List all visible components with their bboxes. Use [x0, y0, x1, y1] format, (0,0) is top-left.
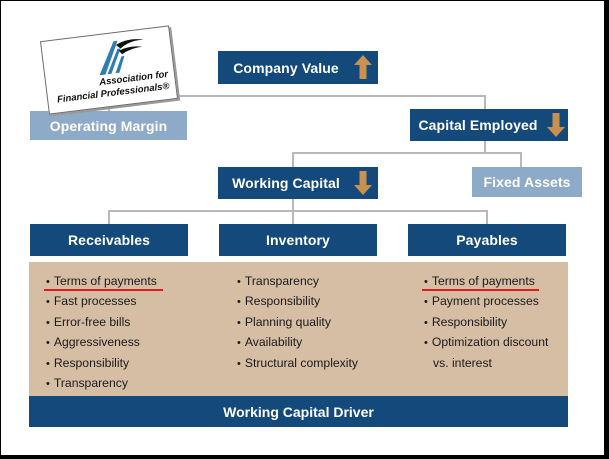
working-capital-label: Working Capital: [232, 175, 340, 191]
connector-low-horizontal: [108, 210, 488, 212]
inventory-node: Inventory: [219, 224, 377, 256]
list-item: Transparency: [237, 272, 358, 292]
receivables-driver-list: Terms of payments Fast processes Error-f…: [46, 272, 157, 394]
list-item: Responsibility: [424, 313, 548, 333]
footer-label: Working Capital Driver: [223, 403, 374, 420]
afp-logo: Association for Financial Professionals®: [39, 25, 179, 115]
company-value-node: Company Value: [218, 51, 378, 84]
operating-margin-node: Operating Margin: [30, 111, 187, 140]
capital-employed-node: Capital Employed: [410, 109, 568, 141]
inventory-driver-list: Transparency Responsibility Planning qua…: [237, 272, 358, 374]
list-item: Structural complexity: [237, 354, 358, 374]
frame-shadow-right: [604, 0, 609, 459]
working-capital-node: Working Capital: [218, 167, 378, 199]
connector-top-horizontal: [108, 95, 486, 97]
list-item: Transparency: [46, 374, 157, 394]
highlight-underline: [44, 289, 163, 291]
list-item: Responsibility: [46, 354, 157, 374]
receivables-label: Receivables: [67, 232, 151, 248]
receivables-node: Receivables: [30, 224, 188, 256]
connector-mid-stem: [484, 141, 486, 153]
connector-low-stem: [292, 199, 294, 211]
list-item: Fast processes: [46, 292, 157, 312]
operating-margin-label: Operating Margin: [49, 117, 168, 134]
connector-top-right-drop: [484, 95, 486, 111]
list-item: vs. interest: [433, 355, 492, 370]
list-item: Error-free bills: [46, 313, 157, 333]
capital-employed-label: Capital Employed: [418, 117, 538, 133]
up-arrow-icon: [354, 55, 372, 79]
working-capital-driver-bar: Working Capital Driver: [29, 396, 568, 427]
list-item: Payment processes: [424, 292, 548, 312]
inventory-label: Inventory: [266, 232, 330, 248]
connector-low-left-drop: [108, 210, 110, 224]
list-item: Responsibility: [237, 292, 358, 312]
connector-mid-horizontal: [292, 152, 522, 154]
fixed-assets-node: Fixed Assets: [472, 167, 582, 197]
frame-shadow-bottom: [0, 455, 609, 459]
fixed-assets-label: Fixed Assets: [483, 174, 571, 190]
list-item: Planning quality: [237, 313, 358, 333]
company-value-label: Company Value: [233, 59, 339, 76]
list-item: Availability: [237, 333, 358, 353]
afp-logo-mark-icon: [99, 39, 144, 76]
down-arrow-icon: [547, 113, 565, 137]
connector-low-right-drop: [486, 210, 488, 224]
list-item: Aggressiveness: [46, 333, 157, 353]
connector-low-mid-drop: [292, 210, 294, 224]
list-item: Terms of payments: [46, 272, 157, 292]
payables-driver-list: Terms of payments Payment processes Resp…: [424, 272, 549, 374]
connector-mid-right-drop: [520, 152, 522, 167]
list-item: Optimization discount: [424, 333, 549, 353]
connector-mid-left-drop: [292, 152, 294, 167]
list-item: Terms of payments: [424, 272, 548, 292]
down-arrow-icon: [354, 171, 372, 195]
highlight-underline: [422, 289, 539, 291]
payables-label: Payables: [456, 232, 518, 248]
payables-node: Payables: [408, 224, 566, 256]
